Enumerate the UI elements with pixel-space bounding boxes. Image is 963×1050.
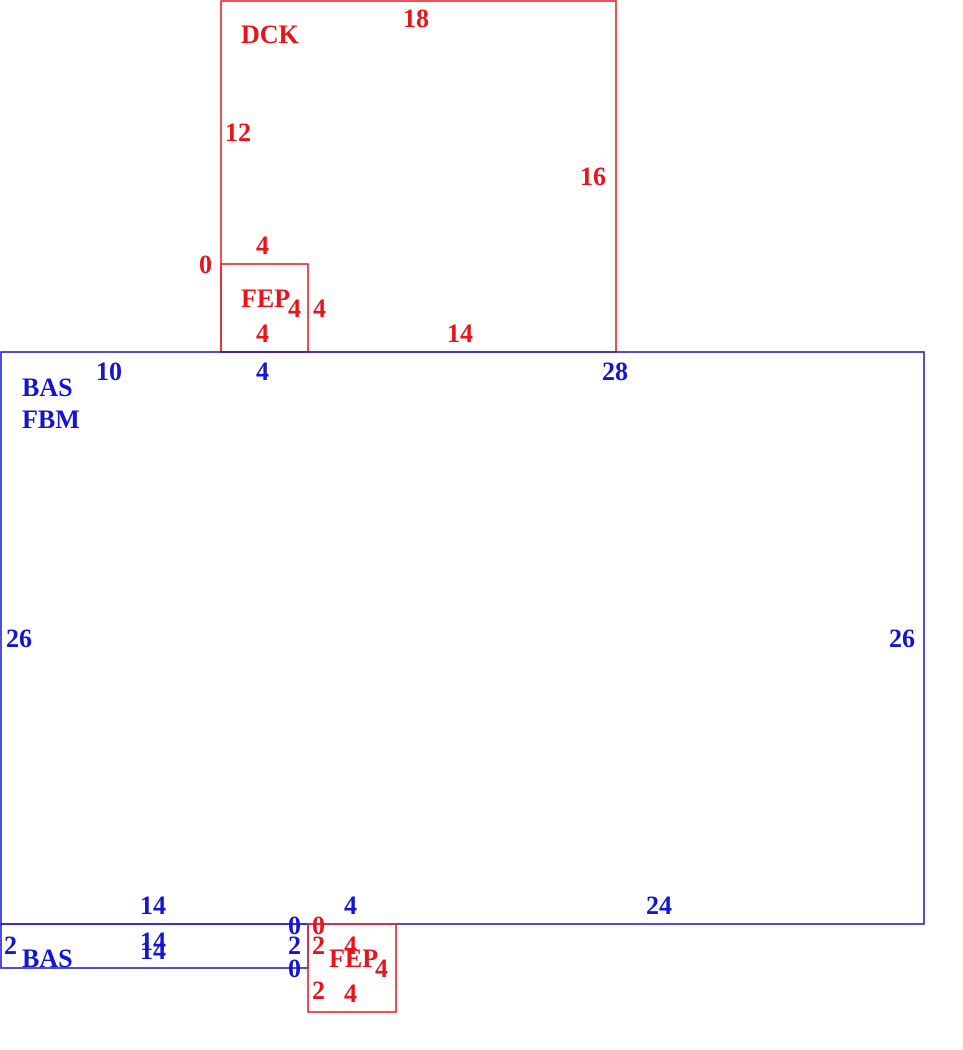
fep-top-right-dimension: 4 <box>313 294 326 323</box>
bas-fbm-top-right-dimension: 28 <box>602 357 628 386</box>
bas-fbm-top-left-dimension: 10 <box>96 357 122 386</box>
bas-fbm-bottom-right-dimension: 24 <box>646 891 672 920</box>
bas-fbm-bottom-left-dimension: 14 <box>140 891 166 920</box>
fep-top-top-dimension: 4 <box>256 231 269 260</box>
bas-fbm-bottom-mid-dimension: 4 <box>344 891 357 920</box>
bas-fbm-name-line2: FBM <box>22 405 80 434</box>
bas-small-right-dimension: 2 <box>288 931 301 960</box>
fep-bottom-right-dimension: 4 <box>375 954 388 983</box>
dck-name: DCK <box>241 20 300 49</box>
fep-bottom-block: FEP 0 4 2 2 4 4 <box>307 911 397 1013</box>
fep-bottom-bottom-dimension: 4 <box>344 979 357 1008</box>
bas-small-left-dimension: 2 <box>4 931 17 960</box>
bas-fbm-name-line1: BAS <box>22 373 73 402</box>
dck-origin-marker: 0 <box>199 250 212 279</box>
fep-bottom-origin-marker: 0 <box>312 911 325 940</box>
bas-small-corner-top: 0 <box>288 911 301 940</box>
bas-fbm-top-mid-dimension: 4 <box>256 357 269 386</box>
fep-top-left-dimension: 4 <box>288 294 301 323</box>
dck-right-dimension: 16 <box>580 162 606 191</box>
dck-bottom-dimension: 14 <box>447 319 473 348</box>
fep-bottom-top-dimension: 4 <box>344 931 357 960</box>
bas-small-top-dimension: 14 <box>140 927 166 956</box>
fep-top-block: FEP 4 4 4 4 <box>220 231 326 353</box>
dck-top-dimension: 18 <box>403 4 429 33</box>
bas-small-bottom-dimension: 14 <box>140 936 166 965</box>
bas-fbm-right-dimension: 26 <box>889 624 915 653</box>
fep-bottom-name: FEP <box>329 944 378 973</box>
bas-small-block: BAS 2 14 14 2 0 0 <box>0 911 309 983</box>
fep-bottom-outline <box>307 923 397 1013</box>
fep-bottom-left-bottom-dimension: 2 <box>312 976 325 1005</box>
fep-top-bottom-dimension: 4 <box>256 319 269 348</box>
bas-small-name: BAS <box>22 944 73 973</box>
bas-fbm-left-dimension: 26 <box>6 624 32 653</box>
fep-top-name: FEP <box>241 284 290 313</box>
bas-small-corner-bottom: 0 <box>288 954 301 983</box>
bas-fbm-outline <box>0 351 925 925</box>
fep-bottom-left-top-dimension: 2 <box>312 931 325 960</box>
dck-left-dimension: 12 <box>225 118 251 147</box>
bas-fbm-block: BAS FBM 10 4 28 26 26 14 4 24 <box>0 351 925 925</box>
